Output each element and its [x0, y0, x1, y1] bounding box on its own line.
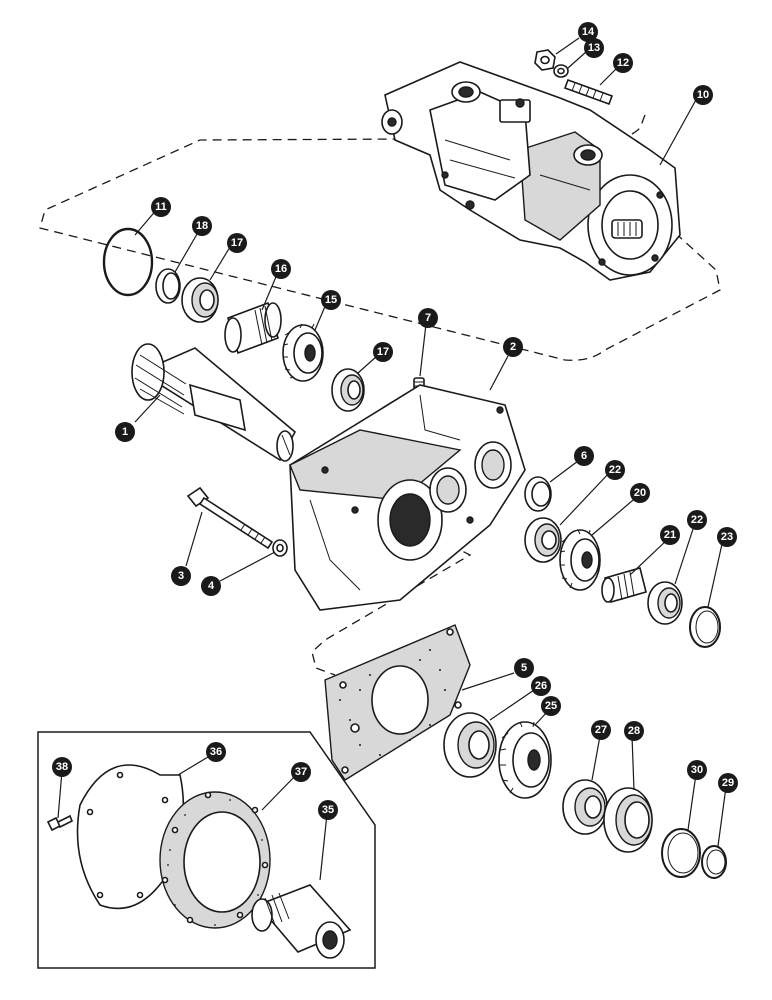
callout-36: 36 [206, 742, 226, 762]
bearing-cup-28 [603, 787, 653, 853]
callout-12: 12 [613, 53, 633, 73]
stud-12 [563, 78, 614, 106]
svg-text:10: 10 [697, 89, 709, 101]
svg-text:27: 27 [595, 724, 607, 736]
gear-25 [498, 721, 552, 799]
callout-11: 11 [151, 197, 171, 217]
svg-text:29: 29 [722, 777, 734, 789]
svg-text:11: 11 [155, 201, 167, 213]
svg-text:15: 15 [325, 294, 337, 306]
bearing-26 [443, 712, 497, 778]
svg-text:13: 13 [588, 42, 600, 54]
svg-text:38: 38 [56, 761, 68, 773]
svg-text:36: 36 [210, 746, 222, 758]
callout-23: 23 [717, 527, 737, 547]
svg-text:17: 17 [231, 237, 243, 249]
bearing-27 [562, 779, 608, 835]
snap-ring-29 [701, 845, 727, 879]
svg-text:14: 14 [582, 26, 595, 38]
svg-text:28: 28 [628, 725, 640, 737]
svg-text:35: 35 [322, 804, 334, 816]
svg-text:5: 5 [521, 662, 527, 674]
callout-14: 14 [578, 22, 598, 42]
callout-37: 37 [291, 762, 311, 782]
bearing-22-lower [647, 581, 683, 625]
svg-text:2: 2 [510, 341, 516, 353]
washer-4 [272, 539, 288, 557]
callout-16: 16 [271, 259, 291, 279]
snap-ring-23 [689, 606, 721, 648]
shaft-sleeve-16 [224, 301, 282, 355]
gear-housing-2 [289, 384, 526, 611]
callout-17-lower: 17 [373, 342, 393, 362]
callout-35: 35 [318, 800, 338, 820]
svg-text:12: 12 [617, 57, 629, 69]
svg-text:3: 3 [178, 570, 184, 582]
svg-text:30: 30 [691, 764, 703, 776]
seal-ring-6 [524, 476, 552, 512]
callout-25: 25 [541, 696, 561, 716]
assembly-dashed-outline-upper [39, 114, 721, 361]
callout-17-upper: 17 [227, 233, 247, 253]
svg-text:16: 16 [275, 263, 287, 275]
bolt-3 [186, 486, 274, 550]
callout-26: 26 [531, 676, 551, 696]
gear-20 [559, 529, 601, 591]
input-shaft-1 [131, 343, 297, 462]
callout-21: 21 [660, 525, 680, 545]
bearing-17-upper [181, 277, 219, 323]
svg-text:26: 26 [535, 680, 547, 692]
callout-22-upper: 22 [605, 460, 625, 480]
svg-text:25: 25 [545, 700, 557, 712]
svg-text:21: 21 [664, 529, 676, 541]
lock-washer-13 [553, 64, 569, 78]
callout-15: 15 [321, 290, 341, 310]
callout-2: 2 [503, 337, 523, 357]
svg-text:1: 1 [122, 426, 128, 438]
svg-text:17: 17 [377, 346, 389, 358]
svg-text:4: 4 [208, 580, 215, 592]
gasket-37 [159, 791, 271, 929]
svg-text:6: 6 [581, 450, 587, 462]
callout-28: 28 [624, 721, 644, 741]
callout-30: 30 [687, 760, 707, 780]
bearing-17-lower [331, 368, 365, 412]
svg-text:37: 37 [295, 766, 307, 778]
svg-text:22: 22 [609, 464, 621, 476]
gasket-5 [324, 624, 471, 781]
svg-text:22: 22 [691, 514, 703, 526]
svg-text:23: 23 [721, 531, 733, 543]
shaft-21 [601, 567, 647, 603]
snap-ring-18 [155, 268, 181, 304]
svg-text:20: 20 [634, 487, 646, 499]
callout-13: 13 [584, 38, 604, 58]
callout-1: 1 [115, 422, 135, 442]
callout-5: 5 [514, 658, 534, 678]
svg-text:18: 18 [196, 220, 208, 232]
callout-20: 20 [630, 483, 650, 503]
callout-18: 18 [192, 216, 212, 236]
assembly-dashed-outline-lower [311, 544, 472, 676]
screw-38 [46, 814, 74, 832]
callout-7: 7 [418, 308, 438, 328]
callout-6: 6 [574, 446, 594, 466]
bearing-22-upper [524, 517, 562, 563]
callout-38: 38 [52, 757, 72, 777]
leader-lines [57, 37, 727, 881]
callout-27: 27 [591, 720, 611, 740]
callout-4: 4 [201, 576, 221, 596]
o-ring-11 [102, 227, 154, 297]
callout-3: 3 [171, 566, 191, 586]
output-shaft-35 [251, 884, 352, 959]
callout-10: 10 [693, 85, 713, 105]
hydraulic-pump-assembly [381, 61, 681, 281]
nut-14 [534, 49, 556, 71]
inset-frame [37, 731, 376, 969]
gear-15 [282, 323, 324, 382]
callout-22-lower: 22 [687, 510, 707, 530]
svg-text:7: 7 [425, 312, 431, 324]
callout-29: 29 [718, 773, 738, 793]
snap-ring-30 [661, 828, 701, 878]
